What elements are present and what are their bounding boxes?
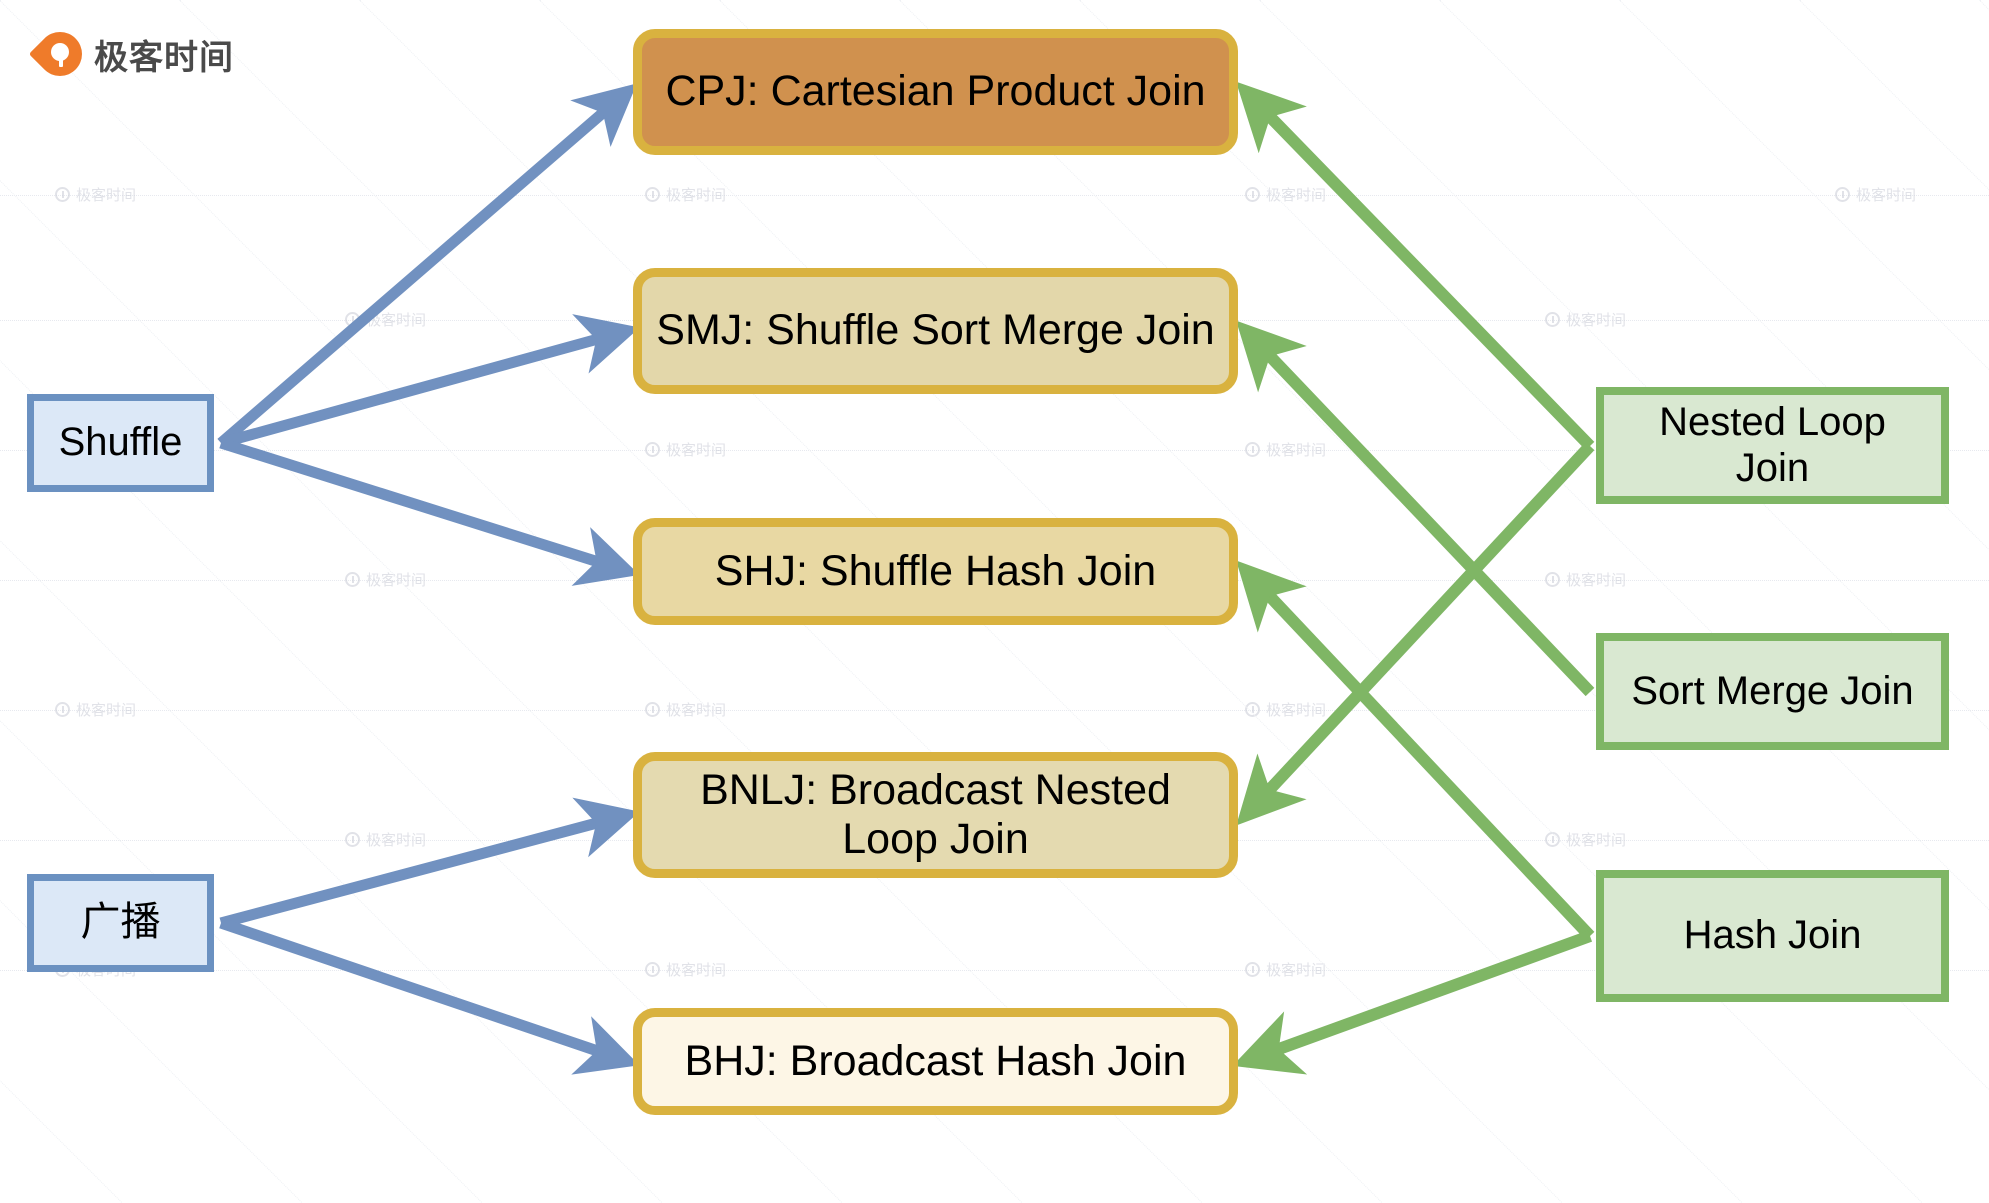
node-smj[interactable]: SMJ: Shuffle Sort Merge Join: [633, 268, 1238, 394]
edge-nlj-to-cpj: [1235, 81, 1595, 451]
edge-hj-to-shj: [1236, 560, 1595, 941]
node-hash-join[interactable]: Hash Join: [1596, 870, 1949, 1002]
node-bhj-label: BHJ: Broadcast Hash Join: [684, 1036, 1187, 1085]
edge-shuffle-to-cpj: [217, 83, 637, 448]
node-broadcast-label: 广播: [80, 900, 161, 945]
node-shj-label: SHJ: Shuffle Hash Join: [714, 546, 1157, 595]
node-bnlj[interactable]: BNLJ: Broadcast Nested Loop Join: [633, 752, 1238, 878]
node-broadcast[interactable]: 广播: [27, 874, 214, 972]
node-shuffle-label: Shuffle: [58, 420, 183, 465]
geektime-logo: 极客时间: [28, 22, 234, 85]
edge-layer: [217, 81, 1595, 1075]
node-bhj[interactable]: BHJ: Broadcast Hash Join: [633, 1008, 1238, 1115]
edge-hj-to-bhj: [1232, 930, 1593, 1075]
node-nested-loop-join-label: Nested Loop Join: [1659, 399, 1886, 490]
edge-broadcast-to-bhj: [219, 917, 640, 1075]
node-smj-label: SMJ: Shuffle Sort Merge Join: [656, 306, 1215, 355]
node-hash-join-label: Hash Join: [1683, 913, 1862, 958]
edge-smj_r-to-smj: [1236, 320, 1595, 697]
node-shj[interactable]: SHJ: Shuffle Hash Join: [633, 518, 1238, 625]
node-bnlj-label: BNLJ: Broadcast Nested Loop Join: [700, 765, 1171, 863]
node-cpj-label: CPJ: Cartesian Product Join: [665, 67, 1206, 116]
node-shuffle[interactable]: Shuffle: [27, 394, 214, 492]
geektime-pin-icon: [28, 22, 92, 85]
node-nested-loop-join[interactable]: Nested Loop Join: [1596, 387, 1949, 504]
node-cpj[interactable]: CPJ: Cartesian Product Join: [633, 29, 1238, 155]
edge-shuffle-to-smj: [219, 314, 640, 449]
edge-broadcast-to-bnlj: [219, 797, 640, 929]
node-sort-merge-join-label: Sort Merge Join: [1631, 668, 1914, 713]
edge-nlj-to-bnlj: [1236, 441, 1595, 826]
edge-shuffle-to-shj: [219, 437, 640, 586]
logo-wordmark: 极客时间: [94, 38, 234, 78]
node-sort-merge-join[interactable]: Sort Merge Join: [1596, 633, 1949, 750]
